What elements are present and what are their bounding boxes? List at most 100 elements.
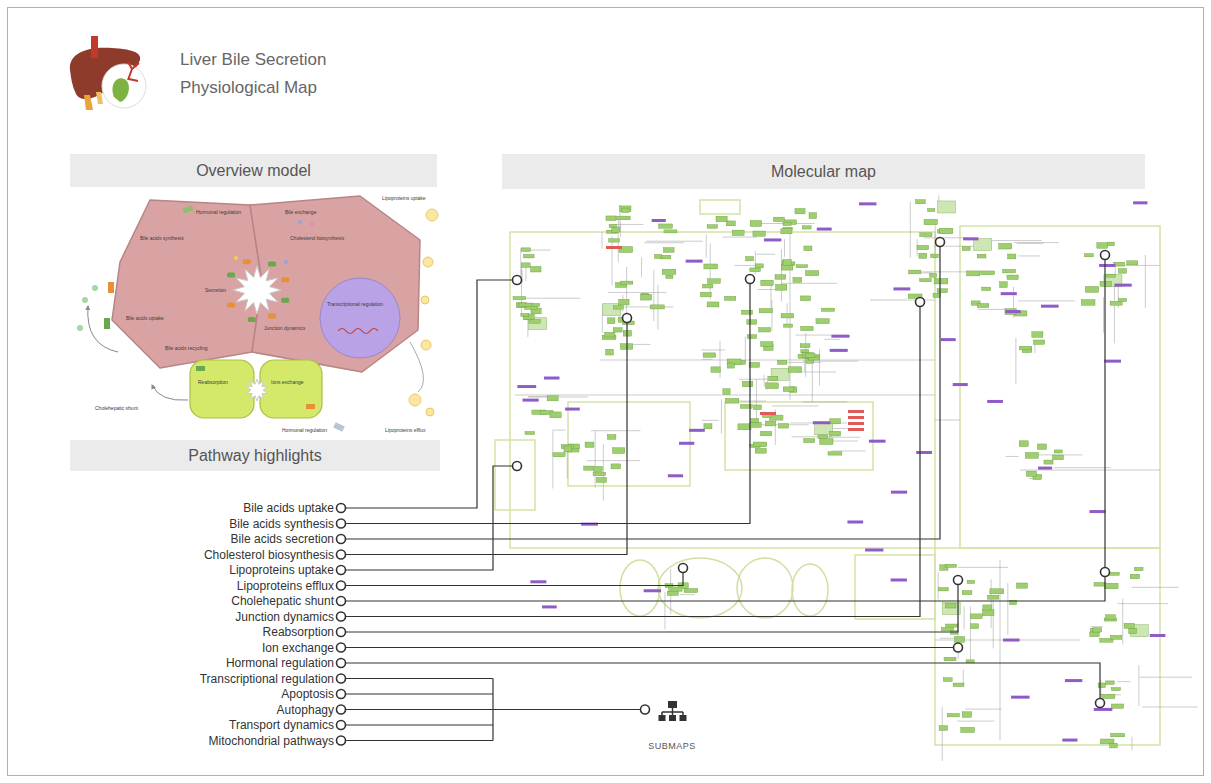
gene-bar [1150, 634, 1166, 637]
gene-bar [813, 421, 831, 424]
overview-illustration-part [234, 256, 238, 260]
reaction-line [1020, 470, 1160, 471]
species-box [732, 230, 744, 235]
species-box [650, 305, 664, 309]
link-circle [1101, 251, 1110, 260]
species-box [1111, 688, 1120, 691]
species-box [822, 308, 835, 311]
compartment-frame [495, 440, 535, 510]
species-box [684, 589, 698, 593]
species-box [701, 292, 712, 297]
species-box [1118, 269, 1126, 274]
link-circle [916, 298, 925, 307]
species-box [761, 342, 773, 347]
species-box [800, 296, 810, 301]
drug-bar [606, 246, 622, 249]
overview-illustration [77, 196, 438, 432]
species-box [999, 243, 1012, 249]
gene-bar [668, 474, 683, 477]
link-circle [337, 736, 346, 745]
overview-illustration-part [82, 297, 88, 303]
species-box [1026, 452, 1039, 458]
species-box [981, 271, 995, 275]
leader-line [346, 724, 494, 725]
species-box [1000, 282, 1008, 288]
reaction-line [1018, 255, 1040, 256]
reaction-line [1118, 603, 1168, 604]
species-box [521, 248, 530, 252]
species-box [806, 353, 815, 358]
reaction-line [1117, 681, 1130, 682]
reaction-line [802, 401, 847, 402]
reaction-line [993, 600, 994, 649]
molecular-map [495, 195, 1197, 761]
reaction-line [641, 257, 642, 277]
reaction-line [957, 721, 994, 722]
link-circle [679, 564, 688, 573]
section-band: Overview model [70, 154, 437, 187]
gene-bar [916, 451, 932, 454]
species-box [1085, 254, 1094, 257]
transporter [268, 313, 276, 318]
link-circle [337, 690, 346, 699]
reaction-line [924, 237, 969, 238]
species-box [1130, 574, 1139, 578]
pathway-label: Cholesterol biosynthesis [204, 549, 334, 561]
illustration-label: Bile exchange [285, 210, 316, 215]
species-box [525, 431, 535, 434]
species-box [783, 222, 791, 225]
species-box [1107, 274, 1116, 277]
leader-line [346, 577, 1106, 601]
species-box [553, 453, 565, 457]
gene-bar [1041, 305, 1059, 308]
reaction-line [831, 450, 865, 451]
reaction-line [524, 298, 581, 299]
transporter [248, 317, 256, 322]
species-box [593, 472, 606, 475]
species-box [953, 683, 964, 687]
gene-bar [891, 491, 907, 494]
gene-bar [831, 335, 849, 338]
reaction-line [552, 430, 566, 431]
species-box [962, 712, 971, 718]
species-box [983, 605, 992, 610]
illustration-label: Ions exchange [271, 380, 304, 385]
gene-bar [522, 399, 538, 402]
link-circle [641, 705, 650, 714]
reaction-line [701, 349, 725, 350]
leader-line [493, 709, 640, 710]
species-box [518, 303, 532, 306]
liver-icon [70, 36, 146, 110]
overview-illustration-part [104, 318, 110, 329]
species-box [830, 419, 841, 424]
species-box [607, 435, 616, 440]
overview-illustration-part [183, 205, 194, 213]
species-box [920, 233, 932, 237]
species-box [977, 303, 989, 307]
overview-illustration-part [77, 325, 83, 331]
reaction-line [612, 236, 613, 285]
liver-icon-part [112, 78, 128, 102]
gene-bar [1094, 708, 1113, 711]
reaction-line [702, 359, 713, 360]
reaction-line [764, 375, 765, 387]
overview-illustration-part [152, 385, 188, 400]
species-box [804, 246, 812, 251]
species-box [765, 421, 775, 426]
species-box [805, 271, 818, 276]
species-box [1044, 460, 1053, 464]
overview-illustration-part [426, 408, 434, 416]
species-box [955, 637, 965, 643]
reaction-line [595, 431, 596, 487]
icon-caption: SUBMAPS [648, 742, 696, 751]
overview-illustration-part [108, 282, 114, 293]
reaction-line [964, 607, 965, 630]
gene-bar [764, 238, 781, 241]
overview-illustration-part [310, 222, 314, 226]
species-box [909, 270, 921, 274]
link-circle [1096, 699, 1105, 708]
illustration-label: Hormonal regulation [282, 428, 327, 433]
liver-icon-part [84, 95, 93, 110]
species-box [947, 714, 959, 717]
